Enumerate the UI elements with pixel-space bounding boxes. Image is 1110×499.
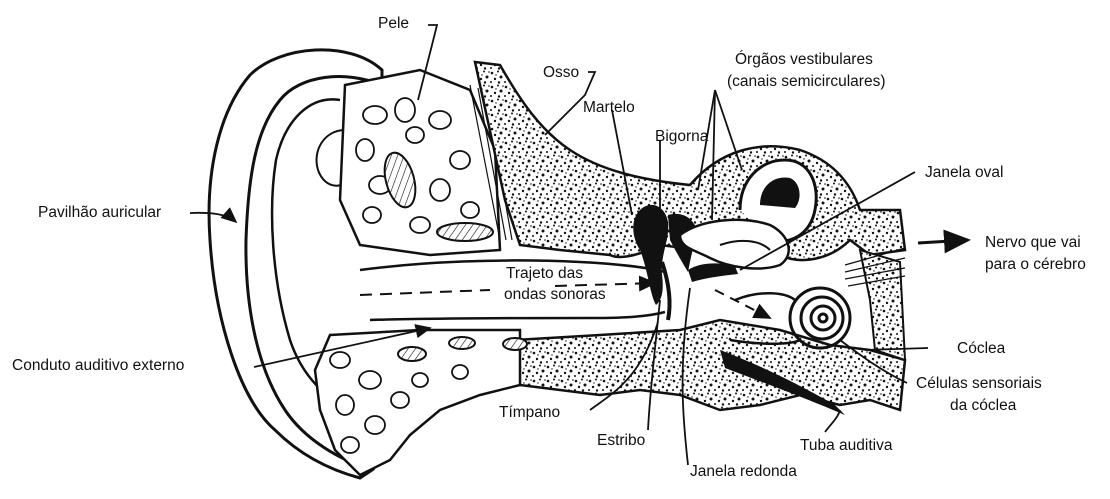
label-trajeto-1: Trajeto das: [506, 264, 583, 283]
label-bigorna: Bigorna: [655, 127, 708, 146]
label-pavilhao-auricular: Pavilhão auricular: [38, 203, 161, 222]
hatched-oval-4: [449, 337, 475, 349]
label-tuba-auditiva: Tuba auditiva: [800, 436, 893, 455]
cochlea-spiral: [790, 288, 850, 348]
label-pele: Pele: [378, 14, 409, 33]
hatched-oval-2: [437, 223, 493, 241]
label-celulas-2: da cóclea: [950, 396, 1016, 415]
label-trajeto-2: ondas sonoras: [504, 285, 606, 304]
label-janela-oval: Janela oval: [925, 163, 1003, 182]
label-janela-redonda: Janela redonda: [690, 462, 797, 481]
label-orgaos-vestibulares-2: (canais semicirculares): [727, 72, 885, 91]
label-coclea: Cóclea: [957, 339, 1005, 358]
label-celulas-1: Células sensoriais: [916, 374, 1042, 393]
label-estribo: Estribo: [597, 431, 645, 450]
cochlea-base: [735, 293, 795, 300]
label-orgaos-vestibulares-1: Órgãos vestibulares: [735, 50, 873, 69]
label-nervo-2: para o cérebro: [985, 255, 1086, 274]
label-nervo-1: Nervo que vai: [985, 233, 1081, 252]
label-martelo: Martelo: [583, 98, 635, 117]
vestibule: [680, 220, 789, 269]
label-conduto-auditivo-externo: Conduto auditivo externo: [12, 356, 184, 375]
label-osso: Osso: [543, 63, 579, 82]
hatched-oval-5: [503, 338, 527, 350]
label-timpano: Tímpano: [499, 403, 560, 422]
hatched-oval-3: [398, 347, 426, 361]
canal-lower-wall: [370, 312, 665, 320]
